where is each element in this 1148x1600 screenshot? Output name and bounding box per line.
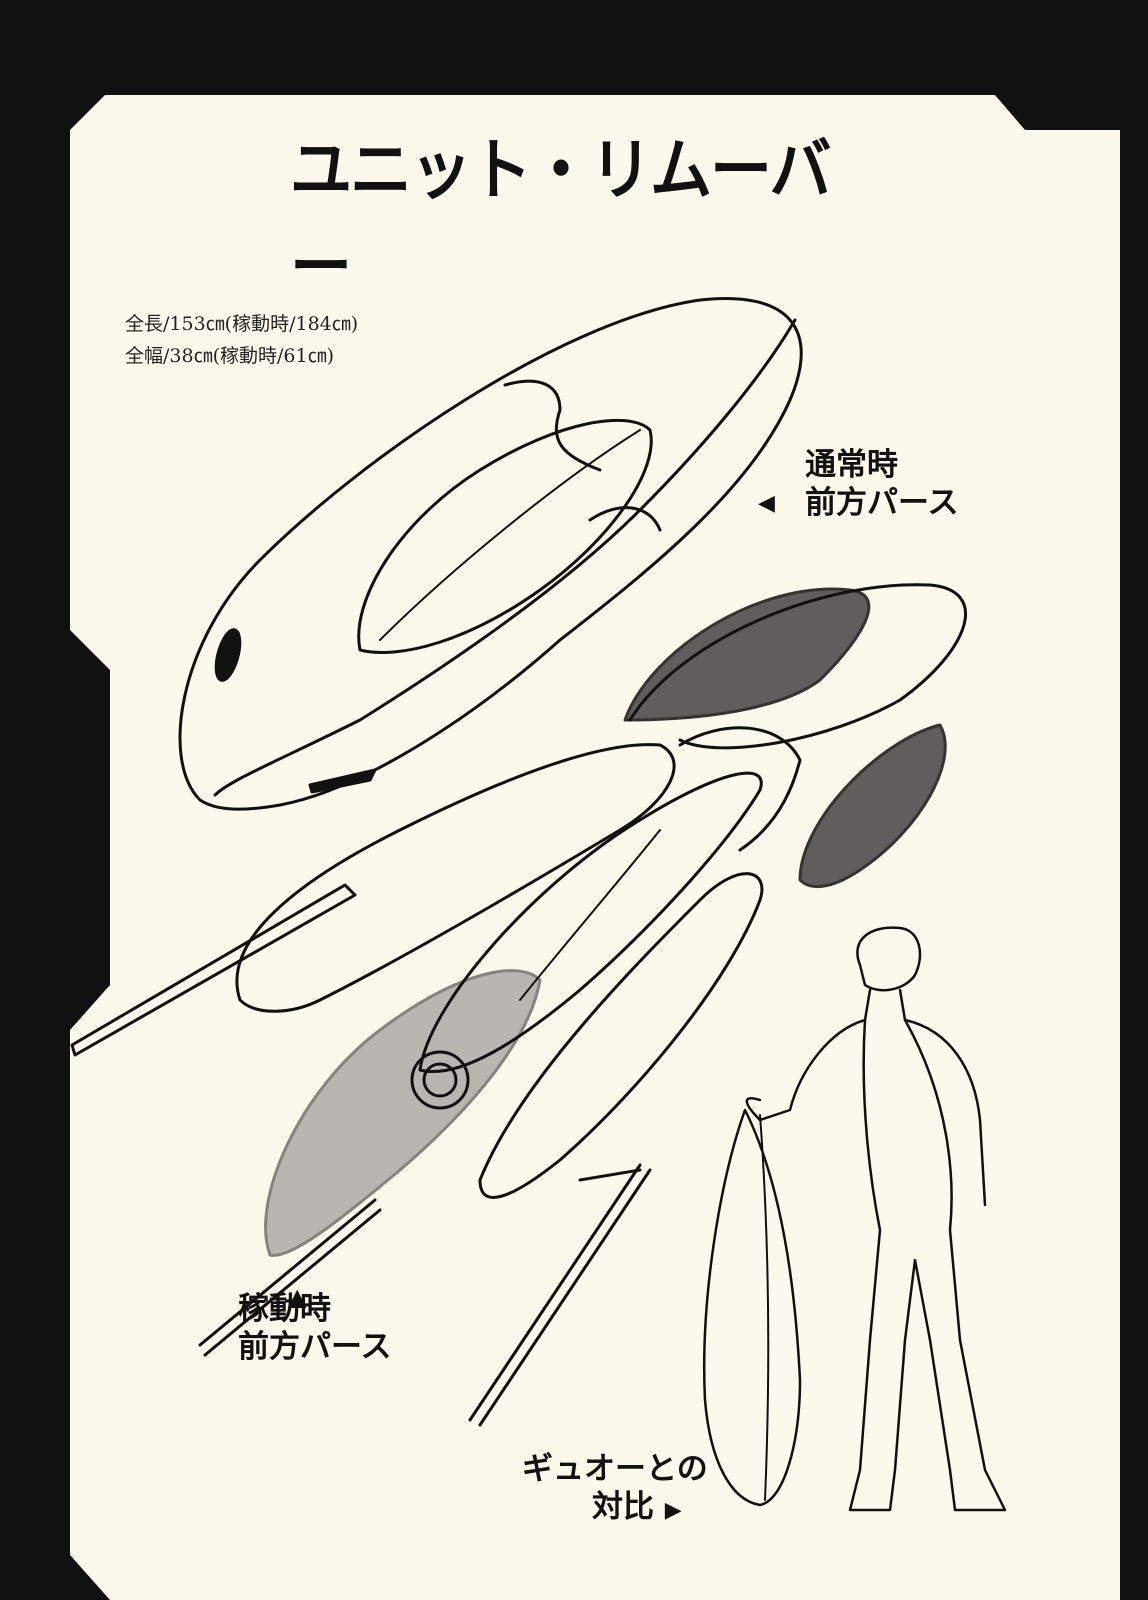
compare-caption-line2: 対比 [592,1489,654,1525]
normal-caption-line1: 通常時 [805,447,898,483]
active-mode-drawing [70,583,968,1427]
compare-caption-line1: ギュオーとの [522,1451,708,1487]
active-caption-line1: 稼動時 [238,1291,331,1327]
active-caption-line2: 前方パース [238,1329,392,1365]
normal-mode-caption: ◀ 通常時 前方パース [758,446,959,522]
spec-length: 全長/153㎝(稼動時/184㎝) [125,313,359,335]
normal-caption-line2: 前方パース [805,485,959,521]
right-arrow-icon: ▶ [664,1497,682,1523]
up-arrow-icon: ▲ [288,1282,307,1311]
spec-block: 全長/153㎝(稼動時/184㎝) 全幅/38㎝(稼動時/61㎝) [125,308,358,372]
gyuo-figure-drawing [702,926,1007,1512]
page-title: ユニット・リムーバー [290,130,831,307]
spec-width: 全幅/38㎝(稼動時/61㎝) [125,345,334,367]
normal-mode-drawing [178,297,803,811]
comparison-caption: ギュオーとの 対比 ▶ [522,1450,708,1529]
active-mode-caption: ▲ 稼動時 前方パース [238,1282,392,1366]
left-arrow-icon: ◀ [758,490,775,516]
